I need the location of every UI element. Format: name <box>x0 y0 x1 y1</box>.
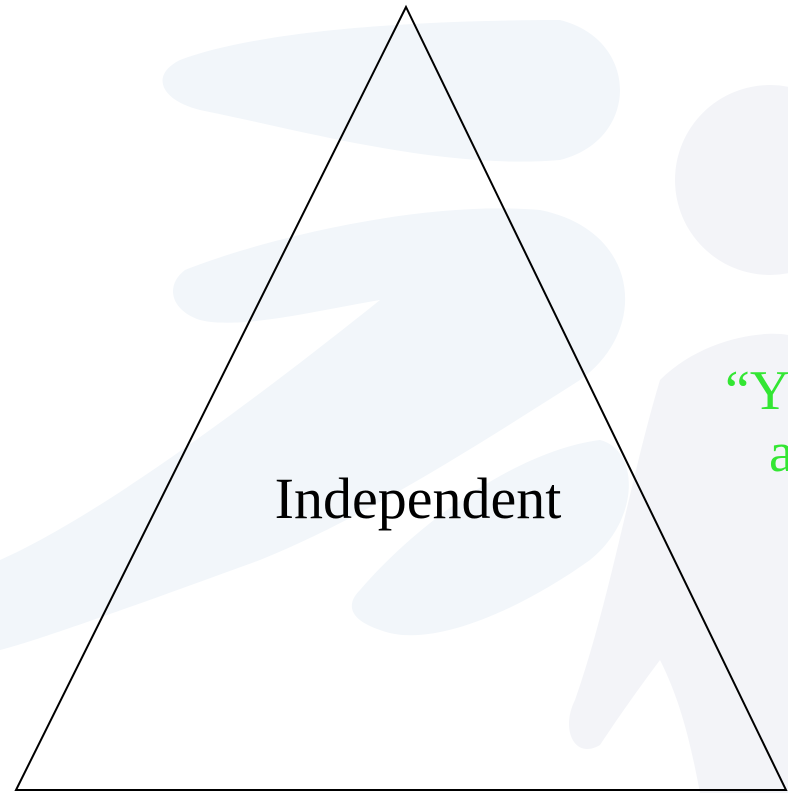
quote-line-2: a <box>769 422 788 484</box>
watermark-stroke-lower <box>351 440 629 636</box>
watermark-stroke-top <box>162 20 620 162</box>
quote-line-1: “Y <box>725 360 788 422</box>
quote-text-clipped: “Y a <box>725 360 788 484</box>
watermark-figure-right <box>569 333 788 793</box>
triangle-label: Independent <box>274 466 562 531</box>
watermark-shapes <box>0 20 788 793</box>
triangle-outline <box>14 4 788 791</box>
watermark-head-right <box>675 85 788 275</box>
watermark-stroke-middle <box>0 208 626 650</box>
